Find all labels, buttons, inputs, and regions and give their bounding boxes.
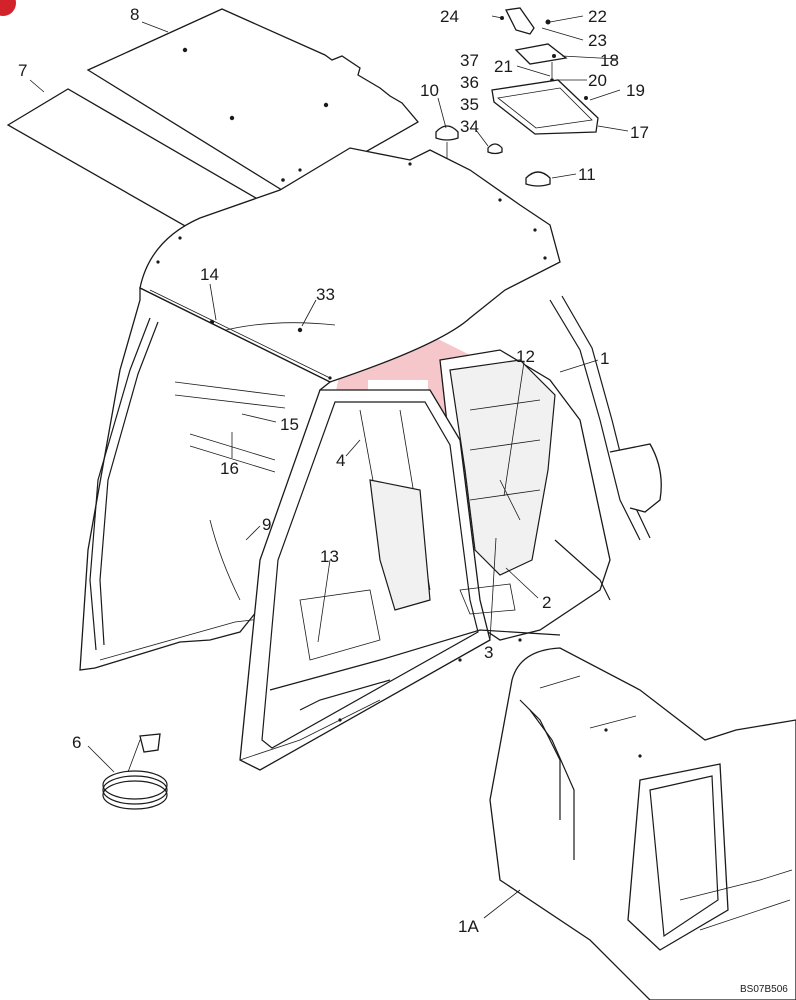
callout-label: 1A	[458, 917, 479, 936]
callout-labels: 8 7 24 22 23 37 18 21 36 20 10 35 19 34 …	[18, 5, 649, 936]
callout-label: 18	[600, 51, 619, 70]
callout-label: 19	[626, 81, 645, 100]
cab-floor	[239, 629, 561, 761]
callout-label: 34	[460, 117, 479, 136]
corner-badge	[0, 0, 16, 16]
cap-11	[525, 171, 551, 187]
callout-label: 33	[316, 285, 335, 304]
cab-variant-1A	[489, 647, 796, 1000]
callout-label: 14	[200, 265, 219, 284]
callout-label: 36	[460, 73, 479, 92]
callout-label: 15	[280, 415, 299, 434]
cab-roof	[139, 147, 561, 383]
callout-label: 11	[578, 165, 596, 184]
callout-label: 17	[630, 123, 649, 142]
cap-34	[487, 143, 503, 155]
callout-label: 8	[130, 5, 139, 24]
callout-label: 21	[494, 57, 513, 76]
callout-label: 16	[220, 459, 239, 478]
leader-lines	[29, 15, 629, 919]
callout-label: 20	[588, 71, 607, 90]
callout-label: 13	[320, 547, 339, 566]
callout-label: 6	[72, 733, 81, 752]
mirror-assembly	[491, 7, 599, 135]
callout-label: 35	[460, 95, 479, 114]
headliner-panel-8	[86, 8, 419, 196]
drawing-code: BS07B506	[740, 984, 788, 995]
callout-label: 10	[420, 81, 439, 100]
callout-label: 4	[336, 451, 345, 470]
callout-label: 22	[588, 7, 607, 26]
callout-label: 24	[440, 7, 459, 26]
callout-label: 2	[542, 593, 551, 612]
callout-label: 7	[18, 61, 27, 80]
seal-roll-6	[102, 733, 168, 810]
door-frame-4	[239, 389, 516, 771]
callout-label: 9	[262, 515, 271, 534]
cab-right-side	[439, 295, 662, 641]
callout-label: 37	[460, 51, 479, 70]
callout-label: 23	[588, 31, 607, 50]
callout-label: 3	[484, 643, 493, 662]
callout-label: 1	[600, 349, 609, 368]
callout-label: 12	[516, 347, 535, 366]
